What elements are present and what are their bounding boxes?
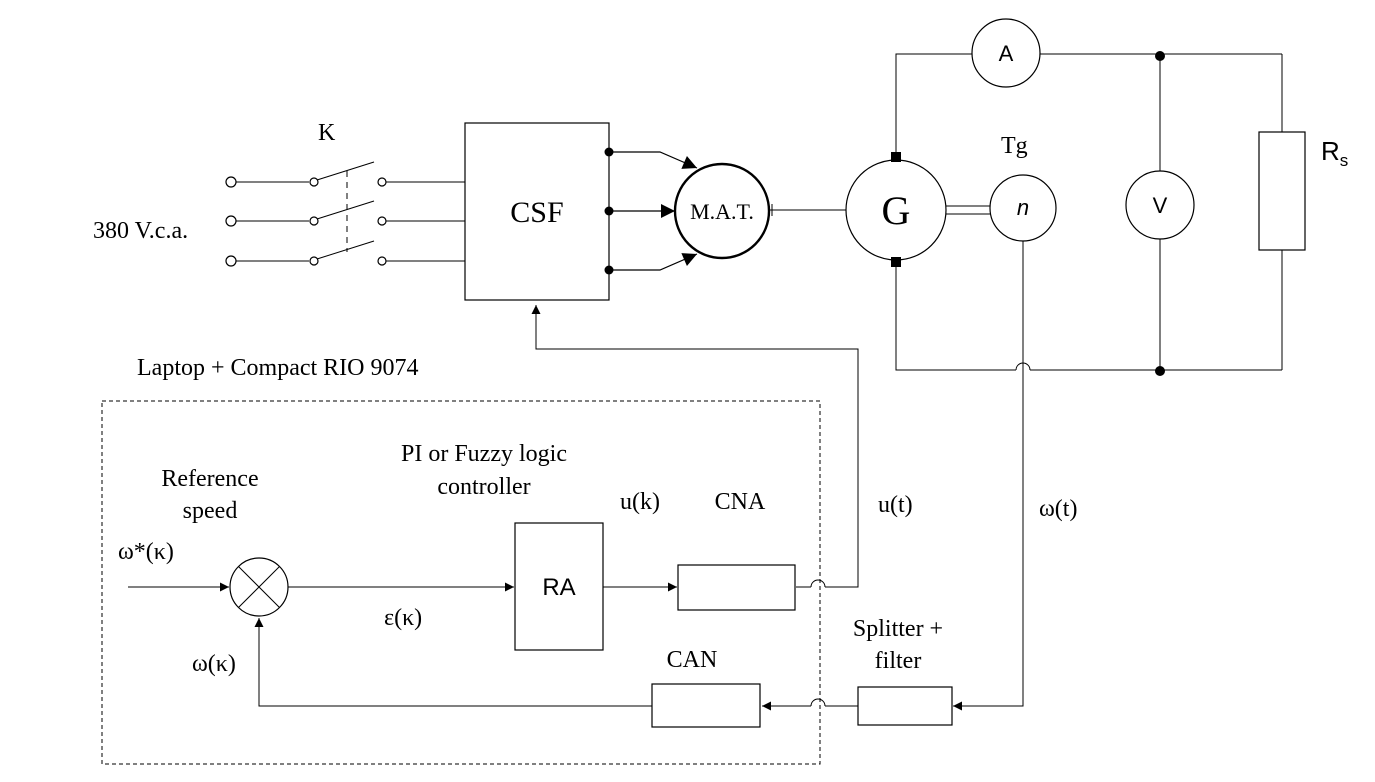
digital-output-label: u(k) <box>620 489 660 515</box>
switch-label: K <box>318 120 336 146</box>
ammeter[interactable] <box>971 18 1041 88</box>
dac-label: CNA <box>715 489 766 515</box>
tacho-symbol: n <box>1017 195 1029 220</box>
controller-enclosure <box>101 400 821 765</box>
resistor-label: Rs <box>1321 136 1348 170</box>
controller-label-line1: PI or Fuzzy logic <box>401 441 567 467</box>
reference-signal-label: ω*(κ) <box>118 539 174 565</box>
armature-circuit <box>895 51 1283 376</box>
supply-terminals <box>225 176 309 267</box>
csf-to-motor-connections <box>604 147 698 275</box>
supply-terminal-2 <box>225 215 237 227</box>
ammeter-label: A <box>999 41 1014 66</box>
reference-label-line2: speed <box>183 498 238 524</box>
controller-block-ra[interactable] <box>514 522 604 651</box>
csf-label: CSF <box>510 196 563 229</box>
tacho-label: Tg <box>1001 133 1028 159</box>
adc-block-can[interactable] <box>651 683 761 728</box>
filter-label-line2: filter <box>875 648 922 674</box>
motor-mat[interactable] <box>673 162 771 260</box>
supply-voltage-label: 380 V.c.a. <box>93 218 188 244</box>
supply-terminal-3 <box>225 255 237 267</box>
filter-label-line1: Splitter + <box>853 616 943 642</box>
control-signal-wire <box>531 305 859 588</box>
motor-label: M.A.T. <box>690 199 754 224</box>
load-resistor-rs[interactable] <box>1258 131 1306 251</box>
adc-label: CAN <box>667 647 718 673</box>
controller-block-label: RA <box>542 574 575 601</box>
voltmeter-label: V <box>1153 193 1168 218</box>
dac-block-cna[interactable] <box>677 564 796 611</box>
generator-label: G <box>882 188 911 233</box>
error-signal-label: ε(κ) <box>384 605 422 631</box>
speed-signal-label: ω(t) <box>1039 496 1077 522</box>
enclosure-label: Laptop + Compact RIO 9074 <box>137 355 419 381</box>
reference-label-line1: Reference <box>161 466 258 492</box>
switch-k[interactable] <box>309 161 465 266</box>
controller-label-line2: controller <box>437 474 530 500</box>
feedback-wire <box>254 618 652 707</box>
splitter-filter-block[interactable] <box>857 686 953 726</box>
control-signal-label: u(t) <box>878 492 913 518</box>
supply-terminal-1 <box>225 176 237 188</box>
speed-signal-wire <box>953 241 1024 711</box>
feedback-signal-label: ω(κ) <box>192 651 236 677</box>
voltmeter[interactable] <box>1125 170 1195 240</box>
summing-junction <box>229 557 289 617</box>
